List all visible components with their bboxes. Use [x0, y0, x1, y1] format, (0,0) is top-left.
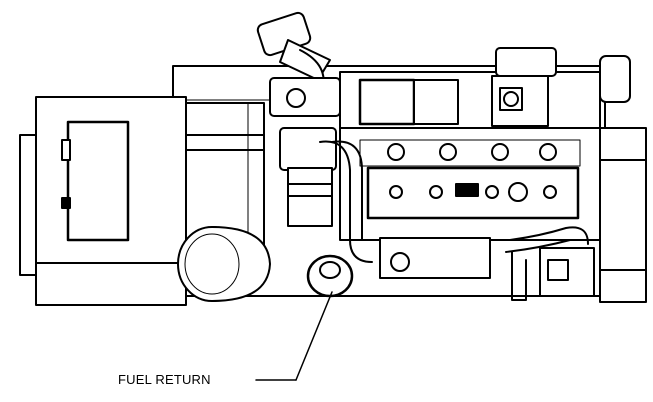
fuel-return-label: FUEL RETURN: [118, 372, 211, 387]
air-cleaner: [177, 226, 271, 302]
turbo-assembly: [269, 77, 341, 227]
fuel-return-fitting: [306, 254, 354, 298]
lower-accessories: [379, 237, 595, 297]
exhaust-elbow: [256, 11, 331, 93]
engine-block: [339, 47, 647, 303]
coolant-hose: [319, 140, 589, 301]
generator-end: [19, 96, 265, 306]
callout-leader-line: [295, 291, 333, 381]
